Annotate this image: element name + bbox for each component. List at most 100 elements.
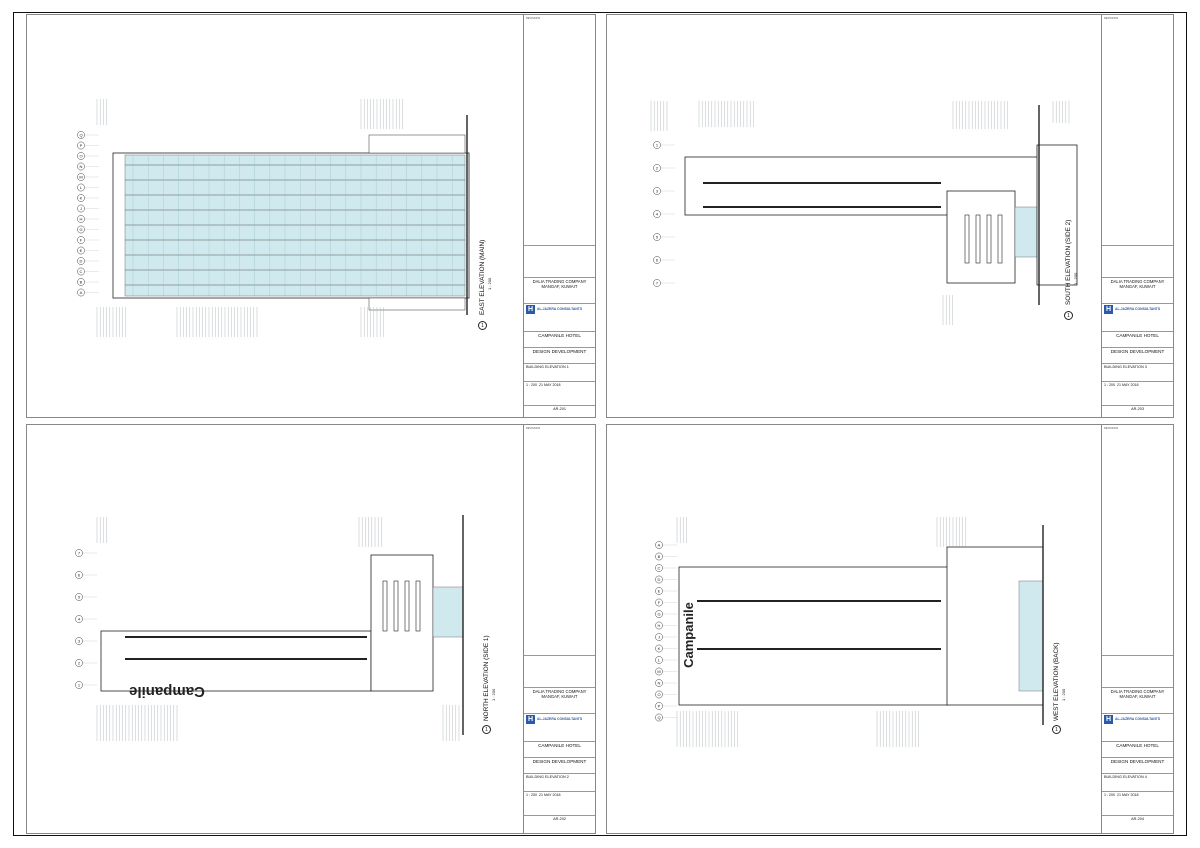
svg-text:O: O <box>657 692 660 697</box>
project-stage: DESIGN DEVELOPMENT <box>1102 347 1173 361</box>
svg-text:5: 5 <box>78 594 81 599</box>
sheet-number: AR-202 <box>524 815 595 829</box>
scale-value: 1 : 200 <box>526 383 537 387</box>
grid-bubble: F <box>655 598 677 607</box>
slot-window <box>964 214 970 264</box>
svg-text:N: N <box>80 164 83 169</box>
grid-bubble: H <box>655 621 677 630</box>
scale-value: 1 : 200 <box>1104 793 1115 797</box>
grid-bubble: P <box>77 141 99 150</box>
svg-text:J: J <box>658 634 660 639</box>
sheet-number: AR-204 <box>1102 815 1173 829</box>
consultant-name: AL-JAZERA CONSULTANTS <box>537 717 583 722</box>
svg-text:C: C <box>658 565 661 570</box>
grid-bubble: P <box>655 702 677 710</box>
svg-text:N: N <box>658 680 661 685</box>
svg-text:M: M <box>657 669 660 674</box>
scale-value: 1 : 200 <box>1104 383 1115 387</box>
view-scale: 1 : 200 <box>487 277 492 290</box>
svg-text:E: E <box>80 248 83 253</box>
grid-bubble: 2 <box>653 164 675 172</box>
slot-window <box>393 580 399 632</box>
view-number-bubble: 1 <box>482 725 491 734</box>
grid-bubble: Q <box>77 131 99 139</box>
svg-text:6: 6 <box>656 257 659 262</box>
grid-bubble: Q <box>655 713 677 722</box>
drawing-title: BUILDING ELEVATION 3 <box>1102 363 1173 379</box>
slot-window <box>404 580 410 632</box>
consultant-name: AL-JAZERA CONSULTANTS <box>537 307 583 312</box>
grid-bubble: D <box>77 257 99 265</box>
grid-bubble: 5 <box>653 233 675 241</box>
svg-text:H: H <box>658 623 661 628</box>
view-scale: 1 : 200 <box>1061 688 1066 701</box>
svg-text:G: G <box>79 227 82 232</box>
svg-text:H: H <box>80 216 83 221</box>
grid-bubble: G <box>655 610 677 618</box>
grid-bubble: 1 <box>653 141 675 149</box>
svg-text:G: G <box>657 611 660 616</box>
drawing-title: BUILDING ELEVATION 1 <box>524 363 595 379</box>
grid-bubble: 7 <box>75 549 97 557</box>
grid-bubble: K <box>655 644 677 653</box>
project-stage: DESIGN DEVELOPMENT <box>1102 757 1173 771</box>
grid-bubble: 6 <box>75 571 97 579</box>
slot-window <box>415 580 421 632</box>
view-scale: 1 : 200 <box>1073 272 1078 285</box>
sheet-number: AR-201 <box>524 405 595 417</box>
consultant-logo-icon: H <box>526 715 535 724</box>
slot-window <box>975 214 981 264</box>
grid-bubble: N <box>77 162 99 171</box>
client-name: DALIA TRADING COMPANY <box>1110 279 1165 284</box>
scale-value: 1 : 200 <box>526 793 537 797</box>
grid-bubble: 5 <box>75 593 97 601</box>
svg-text:1: 1 <box>656 142 659 147</box>
view-title: EAST ELEVATION (MAIN) <box>479 239 486 315</box>
svg-text:L: L <box>80 185 83 190</box>
grid-bubble: J <box>655 633 677 641</box>
view-title: WEST ELEVATION (BACK) <box>1053 642 1060 721</box>
project-name: CAMPANILE HOTEL <box>524 741 595 755</box>
consultant-logo-icon: H <box>526 305 535 314</box>
grid-bubble: 3 <box>75 637 97 645</box>
slot-window <box>382 580 388 632</box>
client-location: MANGAF, KUWAIT <box>541 694 578 700</box>
issue-date: 21 MAY 2018 <box>539 793 561 797</box>
issue-date: 21 MAY 2018 <box>1117 383 1139 387</box>
svg-text:F: F <box>658 600 661 605</box>
svg-text:C: C <box>80 269 83 274</box>
grid-bubble: E <box>77 246 99 255</box>
issue-date: 21 MAY 2018 <box>539 383 561 387</box>
grid-bubble: O <box>655 690 677 699</box>
grid-bubble: O <box>77 152 99 160</box>
view-title: SOUTH ELEVATION (SIDE 2) <box>1065 219 1072 305</box>
project-name: CAMPANILE HOTEL <box>1102 741 1173 755</box>
svg-text:1: 1 <box>78 682 81 687</box>
project-stage: DESIGN DEVELOPMENT <box>524 347 595 361</box>
grid-bubble: F <box>77 236 99 244</box>
grid-bubble: B <box>77 278 99 286</box>
svg-text:F: F <box>80 237 83 242</box>
svg-text:Q: Q <box>79 132 82 137</box>
svg-text:7: 7 <box>656 280 659 285</box>
grid-bubble: H <box>77 215 99 223</box>
client-name: DALIA TRADING COMPANY <box>532 689 587 694</box>
svg-text:A: A <box>658 542 661 547</box>
consultant-logo-icon: H <box>1104 715 1113 724</box>
consultant-name: AL-JAZERA CONSULTANTS <box>1115 307 1161 312</box>
project-name: CAMPANILE HOTEL <box>524 331 595 345</box>
grid-bubble: D <box>655 575 677 584</box>
project-name: CAMPANILE HOTEL <box>1102 331 1173 345</box>
grid-bubble: C <box>655 564 677 572</box>
consultant-name: AL-JAZERA CONSULTANTS <box>1115 717 1161 722</box>
drawing-title: BUILDING ELEVATION 4 <box>1102 773 1173 789</box>
